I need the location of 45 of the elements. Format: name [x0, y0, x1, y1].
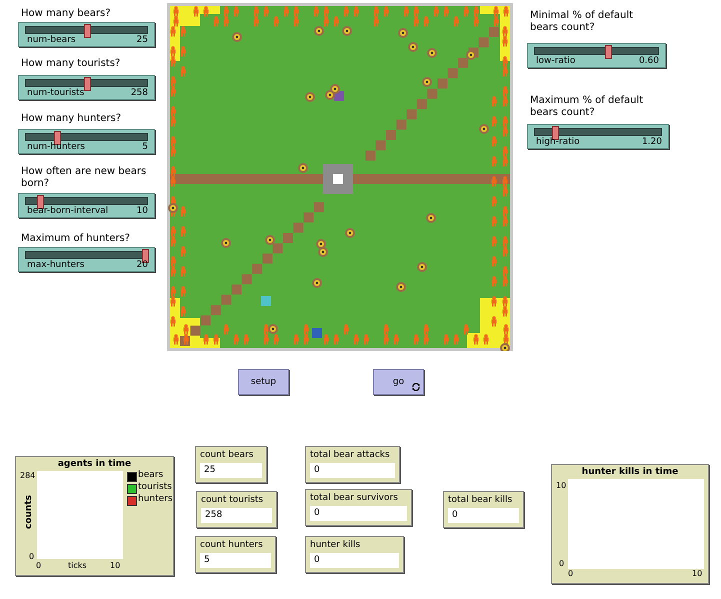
legend-label: tourists	[138, 482, 172, 492]
slider-control: high-ratio 1.20	[527, 124, 669, 149]
axis-tick-label: 284	[20, 471, 36, 480]
monitor-label: total bear survivors	[310, 493, 398, 503]
value-field: 25	[200, 463, 262, 478]
value-field: 258	[201, 508, 272, 523]
plot-title: hunter kills in time	[580, 467, 680, 477]
axis-tick-label: 10	[692, 569, 702, 578]
slider-question: Maximum % of default bears count?	[530, 95, 644, 119]
monitor-label: total bear attacks	[310, 450, 390, 460]
axis-title: ticks	[68, 561, 87, 570]
slider-question: How often are new bears born?	[21, 166, 148, 190]
slider-control: low-ratio 0.60	[527, 43, 666, 68]
legend-label: hunters	[138, 494, 173, 504]
monitor-label: total bear kills	[448, 495, 512, 505]
slider-control: max-hunters 20	[18, 247, 155, 272]
axis-tick-label: 10	[110, 561, 120, 570]
axis-tick-label: 0	[29, 552, 34, 561]
axis-tick-label: 0	[36, 561, 42, 570]
monitor-label: count tourists	[201, 495, 264, 505]
slider-control: num-bears 25	[18, 22, 155, 47]
axis-tick-label: 10	[556, 481, 566, 490]
value-field: 5	[200, 553, 271, 568]
axis-tick-label: 0	[568, 569, 574, 578]
monitor-label: count hunters	[200, 540, 263, 550]
slider-question: How many hunters?	[21, 113, 122, 125]
slider-question: Minimal % of default bears count?	[530, 10, 634, 34]
monitor-label: count bears	[200, 450, 254, 460]
go-button: go	[373, 369, 424, 395]
plot-title: agents in time	[56, 459, 132, 469]
value-field: 0	[310, 553, 399, 568]
legend-label: bears	[138, 470, 164, 480]
value-field: 0	[310, 463, 395, 478]
setup-button: setup	[238, 369, 289, 395]
slider-control: num-hunters 5	[18, 129, 155, 154]
slider-question: How many bears?	[21, 8, 112, 20]
axis-tick-label: 0	[559, 559, 564, 568]
monitor-label: hunter kills	[310, 540, 360, 550]
value-field: 0	[310, 506, 407, 521]
slider-control: num-tourists 258	[18, 75, 155, 100]
slider-question: Maximum of hunters?	[21, 233, 131, 245]
axis-title: counts	[24, 495, 34, 529]
value-field: 0	[448, 508, 519, 523]
slider-question: How many tourists?	[21, 58, 122, 70]
slider-control: bear-born-interval 10	[18, 193, 155, 218]
